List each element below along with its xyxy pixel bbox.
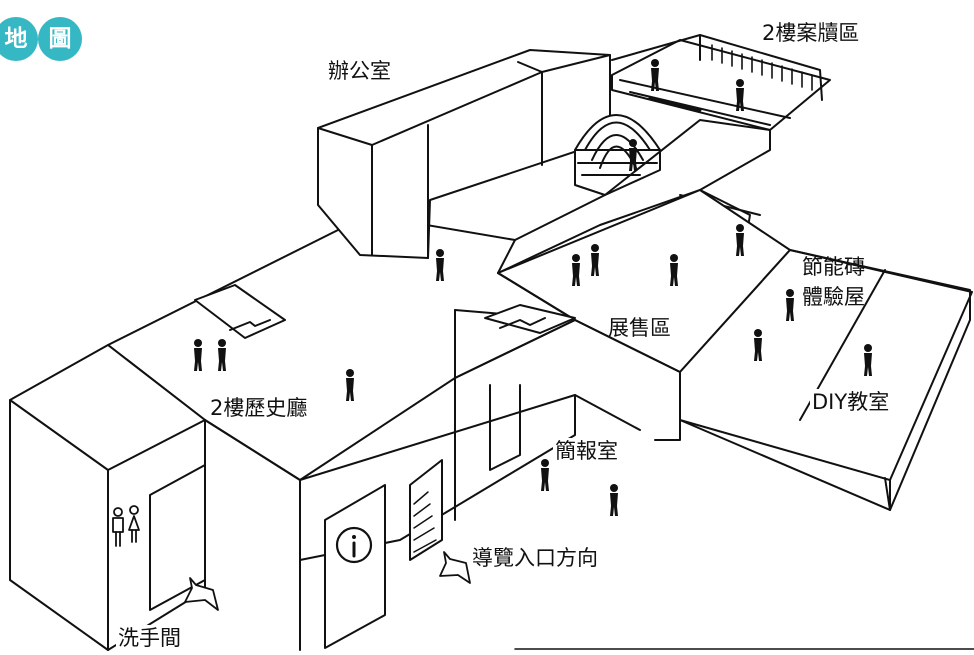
person-icon: [610, 484, 618, 516]
label-restroom: 洗手間: [116, 625, 183, 651]
archive-railing: [711, 44, 813, 91]
office-block: [317, 49, 611, 259]
person-icon: [194, 339, 202, 371]
stairs-icon: [413, 491, 437, 553]
person-icon: [218, 339, 226, 371]
restroom-icon: [112, 505, 140, 547]
exhibition-outline: [454, 119, 791, 441]
restroom-block: [9, 344, 301, 651]
label-history-hall: 2樓歷史廳: [210, 396, 308, 420]
person-icon: [541, 459, 549, 491]
ground-floor-walls: [299, 377, 641, 651]
person-icon: [591, 244, 599, 276]
info-icon: [335, 526, 373, 564]
person-icon: [572, 254, 580, 286]
person-icon: [629, 139, 637, 171]
entrance-arrow-icon: [439, 551, 471, 584]
person-icon: [670, 254, 678, 286]
person-icon: [736, 224, 744, 256]
title-badge-diagram: 圖: [38, 17, 82, 61]
restroom-arrow-icon: [184, 577, 219, 611]
label-energy-brick: 節能磚 體驗屋: [802, 255, 865, 309]
person-icon: [864, 344, 872, 376]
person-icon: [754, 329, 762, 361]
person-icon: [786, 289, 794, 321]
person-icon: [346, 369, 354, 401]
title-badge-map: 地: [0, 17, 38, 61]
label-office: 辦公室: [326, 58, 393, 84]
person-icon: [436, 249, 444, 281]
interior-stairs: [194, 284, 576, 339]
label-archives: 2樓案牘區: [760, 20, 862, 46]
label-tour-entrance: 導覽入口方向: [470, 545, 600, 571]
label-diy-classroom: DIY教室: [810, 389, 892, 415]
label-briefing-room: 簡報室: [553, 438, 620, 464]
label-exhibition-sales: 展售區: [608, 316, 671, 340]
person-icon: [736, 79, 744, 111]
archive-area: [611, 34, 831, 131]
person-icon: [651, 59, 659, 91]
people: [194, 59, 872, 516]
energy-brick-house: [679, 249, 973, 511]
